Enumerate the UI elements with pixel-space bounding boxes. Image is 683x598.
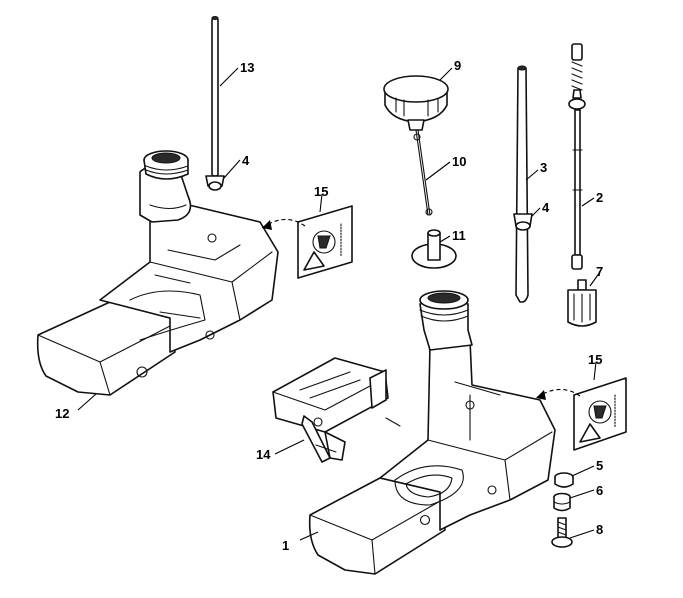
callout-6: 6 — [596, 483, 603, 498]
fuel-tank-right — [308, 290, 556, 575]
spacer-6 — [553, 492, 571, 512]
sleeve-5 — [554, 472, 574, 488]
callout-4-right: 4 — [542, 200, 550, 215]
mounting-bracket — [272, 357, 401, 463]
filler-cap — [383, 75, 449, 131]
callout-14: 14 — [256, 447, 271, 462]
grommet-left — [205, 175, 225, 191]
warning-label-right — [573, 377, 627, 451]
suction-tube-right — [515, 65, 529, 303]
callout-5: 5 — [596, 458, 603, 473]
screw-8 — [551, 517, 573, 548]
callout-15-left: 15 — [314, 184, 328, 199]
label-placement-arrow-right — [535, 388, 581, 400]
callout-1: 1 — [282, 538, 289, 553]
label-placement-arrow-left — [261, 218, 306, 230]
warning-label-left — [297, 205, 353, 279]
cord-retainer — [411, 229, 457, 269]
callout-10: 10 — [452, 154, 466, 169]
fuel-tank-left — [36, 150, 279, 396]
pickup-hose — [568, 43, 586, 270]
callout-3: 3 — [540, 160, 547, 175]
leader-lines — [77, 67, 601, 541]
fuel-pickup-filter — [567, 279, 597, 327]
callout-11: 11 — [452, 228, 466, 243]
callout-2: 2 — [596, 190, 603, 205]
callout-8: 8 — [596, 522, 603, 537]
callout-4-left: 4 — [242, 153, 250, 168]
suction-tube-left — [211, 16, 219, 177]
callout-13: 13 — [240, 60, 254, 75]
retaining-cord — [413, 129, 433, 216]
callout-7: 7 — [596, 264, 603, 279]
callout-12: 12 — [55, 406, 69, 421]
callout-9: 9 — [454, 58, 461, 73]
callout-15-right: 15 — [588, 352, 602, 367]
grommet-right — [513, 213, 533, 231]
